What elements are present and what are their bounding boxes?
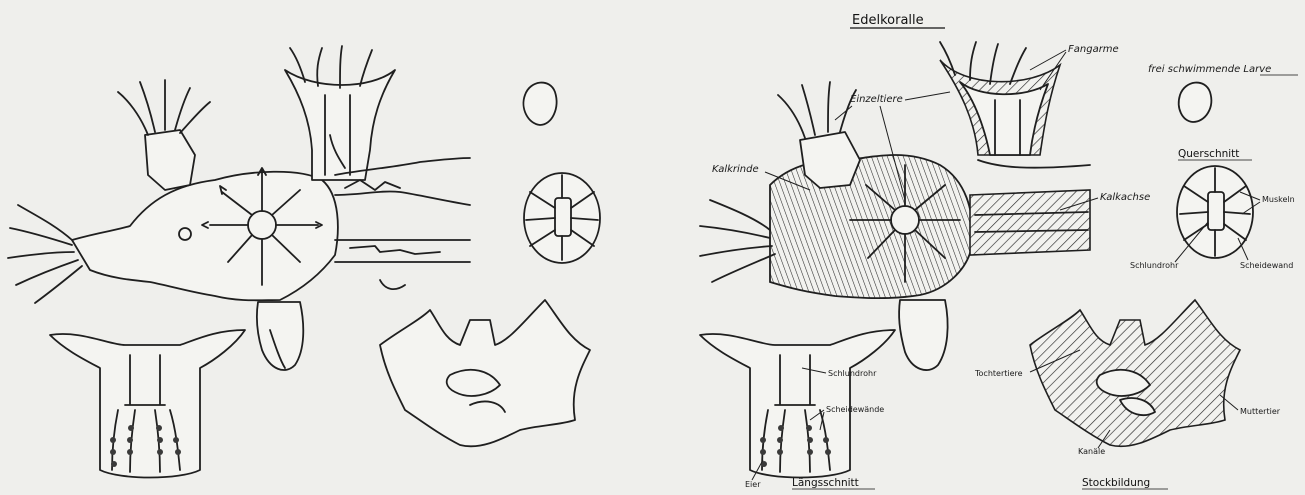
label-muttertier: Muttertier xyxy=(1240,407,1281,416)
label-scheidewaende: Scheidewände xyxy=(826,405,884,414)
label-muskeln: Muskeln xyxy=(1262,195,1295,204)
left-larva xyxy=(523,83,556,125)
caption-laengsschnitt: Längsschnitt xyxy=(792,477,859,489)
right-larva xyxy=(1179,83,1212,122)
label-kalkrinde: Kalkrinde xyxy=(712,164,759,175)
caption-stockbildung: Stockbildung xyxy=(1082,477,1150,489)
label-schlundrohr-laengsschnitt: Schlundrohr xyxy=(828,369,877,378)
label-einzeltiere: Einzeltiere xyxy=(850,94,903,105)
label-tochtertiere: Tochtertiere xyxy=(974,369,1023,378)
label-kanaele: Kanäle xyxy=(1078,447,1105,456)
label-fangarme: Fangarme xyxy=(1068,44,1119,55)
figure-title: Edelkoralle xyxy=(852,13,924,28)
label-eier: Eier xyxy=(745,480,761,489)
label-larve: frei schwimmende Larve xyxy=(1148,64,1271,75)
label-schlundrohr-querschnitt: Schlundrohr xyxy=(1130,261,1179,270)
label-kalkachse: Kalkachse xyxy=(1100,192,1150,203)
label-scheidewand: Scheidewand xyxy=(1240,261,1293,270)
left-cross-section xyxy=(524,173,600,263)
right-cross-section xyxy=(1177,166,1253,258)
caption-querschnitt: Querschnitt xyxy=(1178,148,1239,160)
